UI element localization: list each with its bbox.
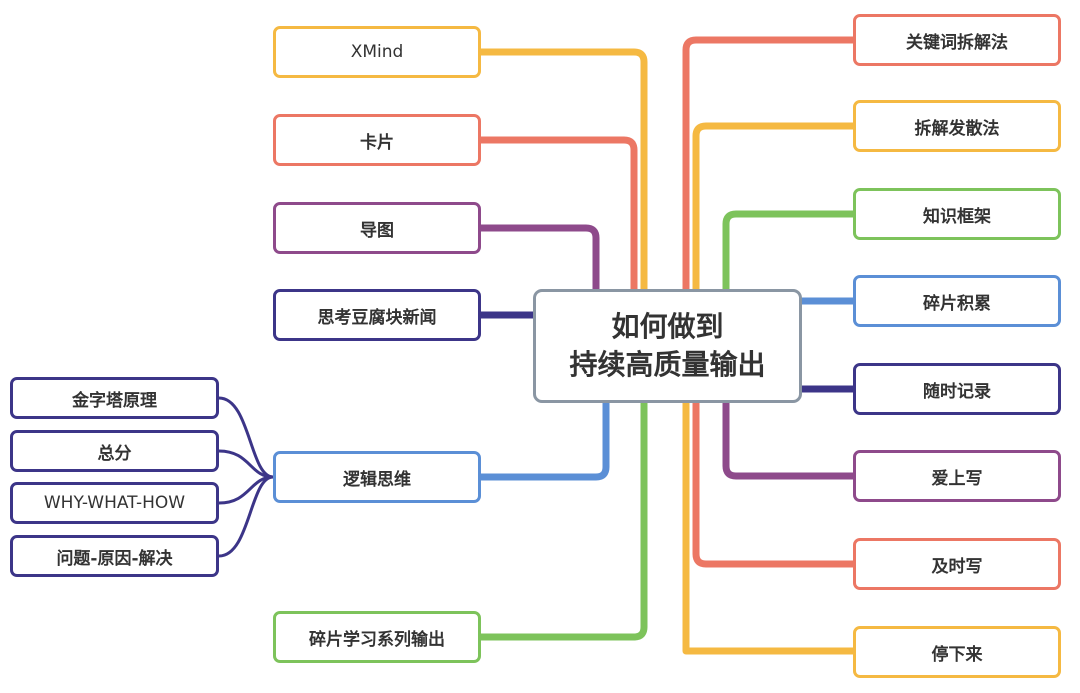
connector-keyword (682, 36, 857, 293)
node-love-writing[interactable]: 爱上写 (853, 450, 1061, 502)
node-why-what-how[interactable]: WHY-WHAT-HOW (10, 482, 219, 524)
connector-card (477, 136, 638, 293)
node-problem-cause-solution[interactable]: 问题-原因-解决 (10, 535, 219, 577)
connector-diverge (682, 399, 857, 655)
central-topic-line1: 如何做到 (611, 310, 724, 344)
node-keyword-breakdown[interactable]: 关键词拆解法 (853, 14, 1061, 66)
node-logic-thinking[interactable]: 逻辑思维 (273, 451, 481, 503)
node-record-anytime[interactable]: 随时记录 (853, 363, 1061, 415)
connector-framework (722, 210, 857, 293)
connector-xmind (477, 48, 648, 293)
node-stop[interactable]: 停下来 (853, 626, 1061, 678)
node-card[interactable]: 卡片 (273, 114, 481, 166)
node-pyramid-principle[interactable]: 金字塔原理 (10, 377, 219, 419)
connector-mindmap (477, 224, 600, 293)
node-write-promptly[interactable]: 及时写 (853, 538, 1061, 590)
connector-diverge-top (692, 122, 857, 293)
node-general-specific[interactable]: 总分 (10, 430, 219, 472)
connector-logic (477, 399, 610, 481)
node-fragment-learning[interactable]: 碎片学习系列输出 (273, 611, 481, 663)
node-mindmap[interactable]: 导图 (273, 202, 481, 254)
central-topic-line2: 持续高质量输出 (569, 348, 766, 381)
connector-fragment-learning (477, 399, 648, 641)
connector-child-4 (218, 475, 274, 558)
connector-child-1 (218, 396, 274, 479)
node-breakdown-diverge[interactable]: 拆解发散法 (853, 100, 1061, 152)
node-xmind[interactable]: XMind (273, 26, 481, 78)
logic-children-connectors (218, 396, 274, 558)
connector-love-write (722, 399, 857, 480)
node-tofu-news[interactable]: 思考豆腐块新闻 (273, 289, 481, 341)
node-knowledge-framework[interactable]: 知识框架 (853, 188, 1061, 240)
central-topic[interactable]: 如何做到 持续高质量输出 (533, 289, 802, 403)
node-fragment-accumulation[interactable]: 碎片积累 (853, 275, 1061, 327)
connector-write-now (692, 399, 857, 568)
